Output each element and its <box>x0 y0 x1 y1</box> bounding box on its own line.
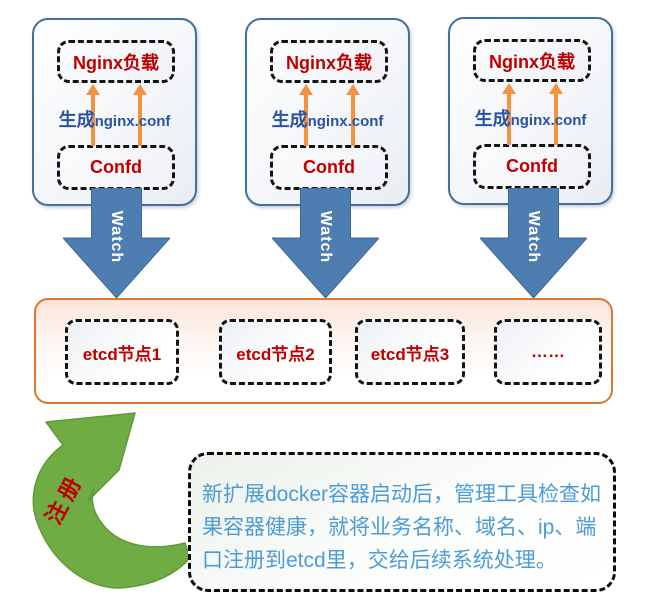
confd-box: Confd <box>270 145 388 190</box>
up-arrow-icon <box>502 83 516 145</box>
up-arrow-icon <box>86 84 100 146</box>
note-line: 口注册到etcd里，交给后续系统处理。 <box>202 549 557 572</box>
nginx-confd-panel-3: Nginx负载 生成nginx.conf Confd <box>448 17 613 205</box>
nginx-load-label: Nginx负载 <box>488 51 575 72</box>
watch-label: Watch <box>108 210 125 264</box>
confd-label: Confd <box>303 157 355 177</box>
note-line: 新扩展docker容器启动后，管理工具检查如 <box>202 483 602 506</box>
up-arrow-icon <box>299 84 313 146</box>
generate-conf-label: 生成nginx.conf <box>58 110 171 130</box>
generate-conf-label: 生成nginx.conf <box>271 110 384 130</box>
note-box: 新扩展docker容器启动后，管理工具检查如 果容器健康，就将业务名称、域名、i… <box>188 452 616 592</box>
etcd-node-3: etcd节点3 <box>355 319 465 385</box>
nginx-load-box: Nginx负载 <box>57 40 175 83</box>
etcd-node-2: etcd节点2 <box>219 319 332 385</box>
up-arrow-icon <box>133 84 147 146</box>
watch-arrow-icon: Watch <box>61 187 172 299</box>
watch-arrow-icon: Watch <box>270 187 381 299</box>
nginx-load-box: Nginx负载 <box>270 40 388 83</box>
etcd-node-more: …… <box>494 319 602 385</box>
note-text: 新扩展docker容器启动后，管理工具检查如 果容器健康，就将业务名称、域名、i… <box>202 478 612 577</box>
watch-arrow-icon: Watch <box>478 187 589 299</box>
watch-label: Watch <box>317 210 334 264</box>
nginx-load-box: Nginx负载 <box>473 39 591 82</box>
confd-label: Confd <box>90 157 142 177</box>
watch-label: Watch <box>525 210 542 264</box>
etcd-cluster-container: etcd节点1 etcd节点2 etcd节点3 …… <box>34 298 613 404</box>
nginx-load-label: Nginx负载 <box>72 52 159 73</box>
nginx-confd-panel-1: Nginx负载 生成nginx.conf Confd <box>32 18 197 206</box>
etcd-node-1: etcd节点1 <box>65 319 179 385</box>
note-line: 果容器健康，就将业务名称、域名、ip、端 <box>202 516 597 539</box>
confd-label: Confd <box>506 156 558 176</box>
nginx-load-label: Nginx负载 <box>285 52 372 73</box>
up-arrow-icon <box>346 84 360 146</box>
generate-conf-label: 生成nginx.conf <box>474 109 587 129</box>
confd-box: Confd <box>473 144 591 189</box>
up-arrow-icon <box>549 83 563 145</box>
nginx-confd-panel-2: Nginx负载 生成nginx.conf Confd <box>245 18 410 206</box>
